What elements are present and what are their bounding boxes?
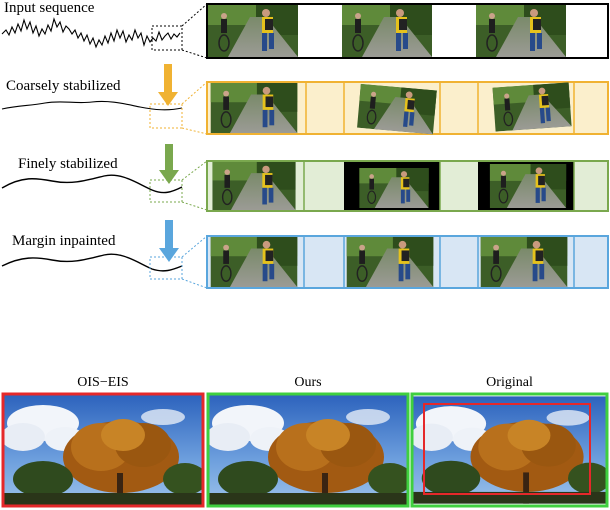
arrow-icon [164,64,172,92]
zoom-lines [181,81,208,135]
crop-box [149,103,183,129]
trajectory-curve-icon [1,253,183,272]
caption-ours: Ours [294,375,322,390]
caption-original: Original [486,375,533,390]
row-label-coarsely-stabilized: Coarsely stabilized [6,78,121,94]
trajectory-curve-icon [1,174,183,194]
row-label-input-sequence: Input sequence [4,0,95,16]
comparison-panel-ours [206,392,410,508]
crop-box [149,256,183,280]
frame-thumbnail [208,5,298,57]
frame-thumbnail [209,83,299,133]
crop-box [149,179,183,203]
frame-thumbnail [356,83,438,135]
crop-region-box [423,403,591,495]
down-arrow-icon [159,248,179,262]
arrow-icon [165,144,173,170]
caption-ois-eis: OIS−EIS [77,375,129,390]
row-coarsely-stabilized [1,64,609,135]
zoom-lines [181,3,208,59]
down-arrow-icon [158,92,178,106]
zoom-lines [181,235,208,289]
down-arrow-icon [159,170,179,184]
panel-border [410,392,609,508]
frame-thumbnail [209,237,299,287]
row-finely-stabilized [1,144,609,212]
trajectory-curve-icon [1,17,181,49]
frame-thumbnail [489,164,567,208]
frame-thumbnail [342,5,432,57]
row-input-sequence [1,3,609,59]
frame-thumbnail [476,5,566,57]
row-margin-inpainted [1,220,609,289]
tree-photo-icon [208,395,408,505]
frame-thumbnail [345,237,435,287]
frame-thumbnail [211,162,297,210]
row-label-margin-inpainted: Margin inpainted [12,233,116,249]
panel-border [206,392,410,508]
trajectory-curve-icon [1,100,183,111]
panel-border [1,392,205,508]
zoom-lines [181,160,208,211]
tree-photo-icon [412,396,607,504]
frame-thumbnail [491,82,573,132]
frame-thumbnail [358,168,430,208]
arrow-icon [165,220,173,248]
comparison-panel-original [410,392,609,508]
crop-box [151,25,183,51]
frame-thumbnail [479,237,569,287]
comparison-panel-ois-eis [1,392,205,508]
row-label-finely-stabilized: Finely stabilized [18,156,118,172]
tree-photo-icon [3,395,203,505]
